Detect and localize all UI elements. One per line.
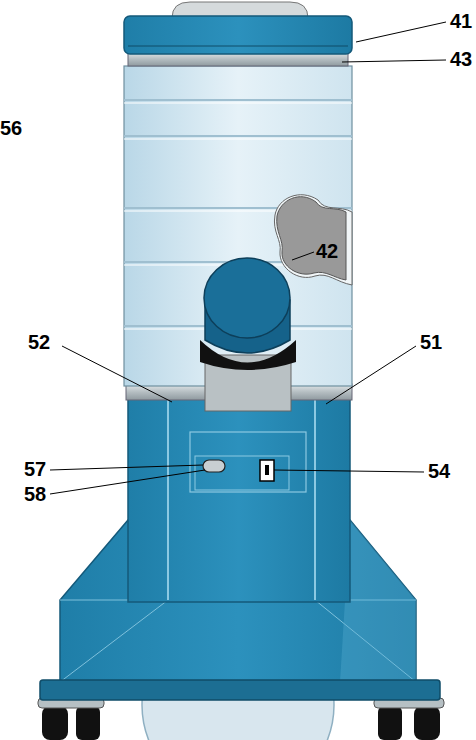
callout-number: 52	[28, 331, 50, 353]
container	[124, 66, 352, 386]
callout-number: 54	[428, 460, 450, 482]
socket	[260, 460, 274, 481]
wheel-disc	[142, 698, 334, 740]
motor-housing	[128, 398, 350, 602]
callout-number: 42	[316, 240, 338, 262]
callout-number: 58	[24, 483, 46, 505]
callout-number: 57	[24, 458, 46, 480]
callout-number: 43	[450, 48, 472, 70]
leader-line	[50, 22, 446, 494]
callout-number: 51	[420, 331, 442, 353]
callout-number: 41	[450, 10, 472, 32]
control-panel	[190, 432, 306, 492]
switch	[203, 460, 225, 472]
caster	[38, 698, 444, 740]
bottom-plate	[40, 680, 440, 700]
lid	[124, 16, 352, 54]
callout-number: 56	[0, 117, 22, 139]
filter	[277, 197, 346, 280]
